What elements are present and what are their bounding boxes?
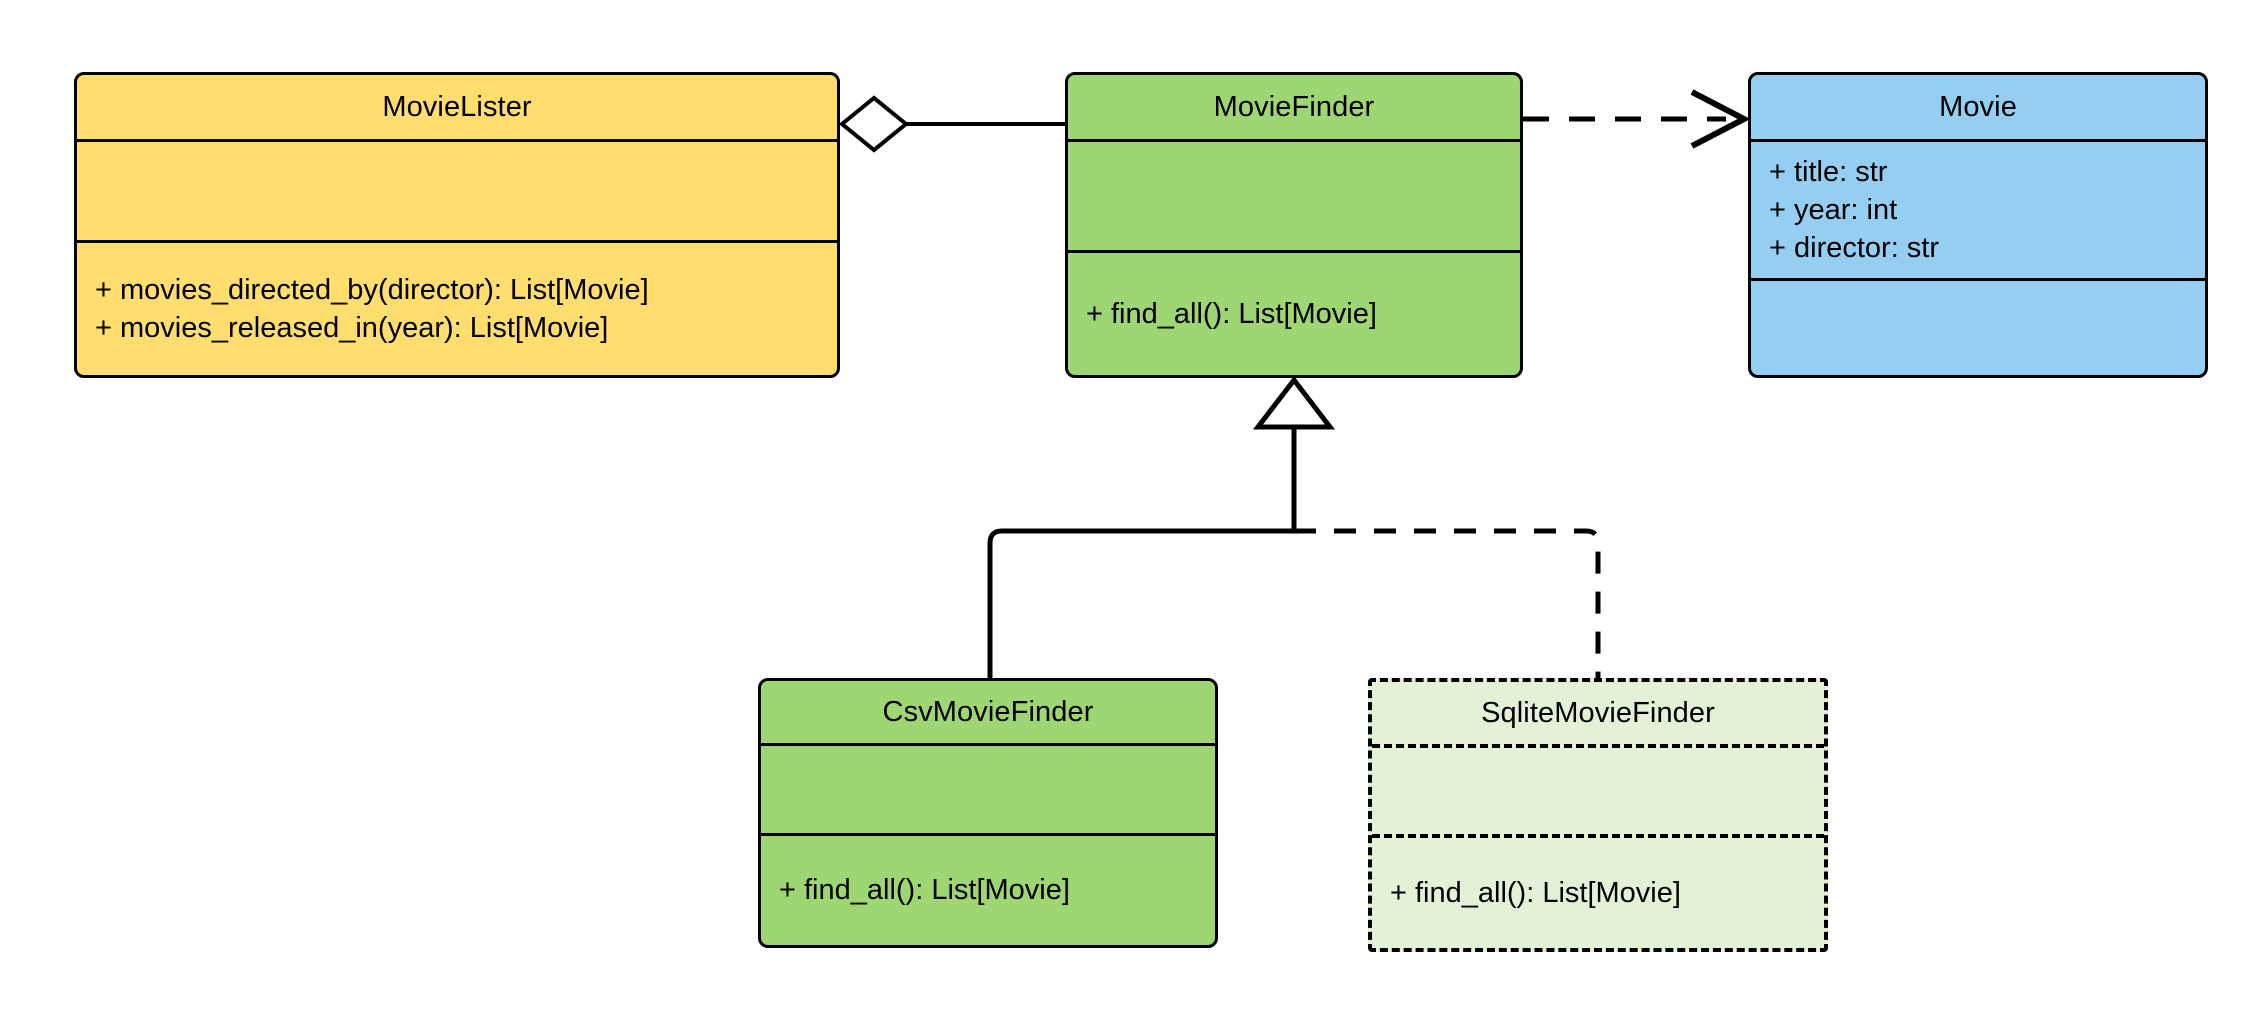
class-box-movie[interactable]: Movie + title: str + year: int + directo… (1748, 72, 2208, 378)
class-box-csv-movie-finder[interactable]: CsvMovieFinder + find_all(): List[Movie] (758, 678, 1218, 948)
methods-compartment: + find_all(): List[Movie] (1372, 834, 1824, 948)
class-title: CsvMovieFinder (882, 695, 1094, 728)
attributes-compartment (1372, 744, 1824, 834)
class-name-compartment: Movie (1751, 75, 2205, 139)
generalization-branch-sqlite (1294, 528, 1601, 678)
methods-compartment: + find_all(): List[Movie] (1068, 250, 1520, 375)
generalization-branch-csv (987, 528, 1294, 678)
hollow-triangle-icon (1252, 375, 1336, 430)
class-name-compartment: MovieLister (77, 75, 837, 139)
open-arrow-icon (1690, 89, 1751, 149)
relationship-generalization-sqlite (1294, 528, 1601, 678)
class-title: Movie (1939, 90, 2017, 123)
attributes-compartment (1068, 139, 1520, 250)
methods-compartment: + movies_directed_by(director): List[Mov… (77, 240, 837, 375)
attributes-compartment (761, 743, 1215, 833)
hollow-diamond-icon (838, 95, 910, 153)
relationship-dependency-finder-movie (1523, 89, 1751, 149)
attribute-item: + title: str (1769, 155, 1888, 188)
method-item: + find_all(): List[Movie] (1086, 297, 1377, 330)
relationship-generalization-csv (987, 528, 1294, 678)
attribute-item: + year: int (1769, 193, 1898, 226)
class-box-sqlite-movie-finder[interactable]: SqliteMovieFinder + find_all(): List[Mov… (1368, 678, 1828, 952)
method-item: + find_all(): List[Movie] (779, 874, 1070, 907)
method-item: + find_all(): List[Movie] (1390, 876, 1681, 909)
method-item: + movies_directed_by(director): List[Mov… (95, 273, 649, 306)
method-item: + movies_released_in(year): List[Movie] (95, 312, 609, 344)
attribute-item: + director: str (1769, 232, 1940, 265)
attributes-compartment (77, 139, 837, 240)
class-title: MovieFinder (1213, 90, 1375, 123)
class-box-movie-lister[interactable]: MovieLister + movies_directed_by(directo… (74, 72, 840, 378)
class-box-movie-finder[interactable]: MovieFinder + find_all(): List[Movie] (1065, 72, 1523, 378)
generalization-trunk (1252, 375, 1336, 531)
class-name-compartment: MovieFinder (1068, 75, 1520, 139)
methods-compartment: + find_all(): List[Movie] (761, 833, 1215, 945)
class-name-compartment: SqliteMovieFinder (1372, 682, 1824, 744)
class-name-compartment: CsvMovieFinder (761, 681, 1215, 743)
attributes-compartment: + title: str + year: int + director: str (1751, 139, 2205, 278)
class-title: SqliteMovieFinder (1481, 696, 1715, 729)
relationship-aggregation-lister-finder (838, 95, 1065, 153)
methods-compartment (1751, 278, 2205, 375)
class-title: MovieLister (382, 90, 532, 123)
